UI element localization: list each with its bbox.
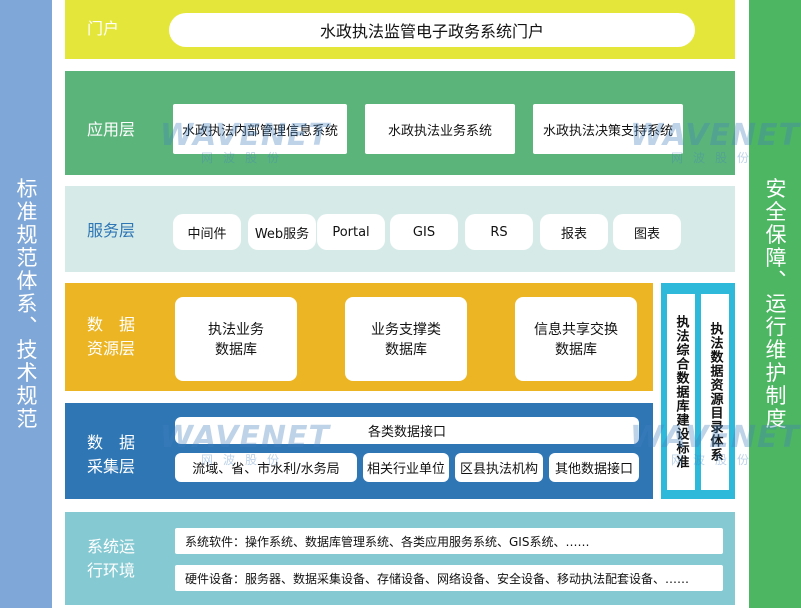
standards-side-bar-label: 标准规范体系、技术规范 [14,177,38,431]
service-layer-label: 服务层 [87,221,136,240]
collection-source-other-interfaces: 其他数据接口 [549,453,639,482]
application-layer: 应用层 水政执法内部管理信息系统 水政执法业务系统 水政执法决策支持系统 [65,71,735,175]
data-resource-layer: 数 据 资源层 执法业务 数据库 业务支撑类 数据库 信息共享交换 数据库 [65,283,653,391]
database-construction-standard: 执法综合数据库建设标准 [667,294,695,490]
runtime-environment-label: 系统运 行环境 [87,537,136,580]
system-software-row: 系统软件：操作系统、数据库管理系统、各类应用服务系统、GIS系统、…… [175,528,723,554]
portal-layer-label: 门户 [87,19,120,38]
portal-layer: 门户 水政执法监管电子政务系统门户 [65,0,735,59]
security-side-bar-label: 安全保障、运行维护制度 [763,177,787,431]
service-layer: 服务层 中间件 Web服务 Portal GIS RS 报表 图表 [65,186,735,272]
collection-source-water-bureau: 流域、省、市水利/水务局 [175,453,357,482]
service-item-middleware: 中间件 [173,214,241,250]
runtime-environment-layer: 系统运 行环境 系统软件：操作系统、数据库管理系统、各类应用服务系统、GIS系统… [65,512,735,605]
database-enforcement-business: 执法业务 数据库 [175,297,297,381]
data-interface-bar: 各类数据接口 [175,417,639,444]
data-resource-layer-label: 数 据 资源层 [87,315,136,358]
service-item-report: 报表 [540,214,608,250]
standards-side-bar: 标准规范体系、技术规范 [0,0,52,608]
app-system-decision-support: 水政执法决策支持系统 [533,104,683,154]
data-resource-catalog-system: 执法数据资源目录体系 [701,294,729,490]
app-system-internal-mgmt: 水政执法内部管理信息系统 [173,104,347,154]
database-info-sharing: 信息共享交换 数据库 [515,297,637,381]
collection-source-related-units: 相关行业单位 [363,453,449,482]
database-standard-block: 执法综合数据库建设标准 执法数据资源目录体系 [661,283,735,499]
application-layer-label: 应用层 [87,120,136,139]
database-business-support: 业务支撑类 数据库 [345,297,467,381]
service-item-rs: RS [465,214,533,250]
portal-title-box: 水政执法监管电子政务系统门户 [169,13,695,47]
data-collection-layer: 数 据 采集层 各类数据接口 流域、省、市水利/水务局 相关行业单位 区县执法机… [65,403,653,499]
security-side-bar: 安全保障、运行维护制度 [749,0,801,608]
service-item-portal: Portal [317,214,385,250]
service-item-chart: 图表 [613,214,681,250]
service-item-gis: GIS [390,214,458,250]
hardware-devices-row: 硬件设备：服务器、数据采集设备、存储设备、网络设备、安全设备、移动执法配套设备、… [175,565,723,591]
app-system-business: 水政执法业务系统 [365,104,515,154]
service-item-web: Web服务 [248,214,316,250]
collection-source-county-agencies: 区县执法机构 [455,453,543,482]
data-collection-layer-label: 数 据 采集层 [87,433,136,476]
